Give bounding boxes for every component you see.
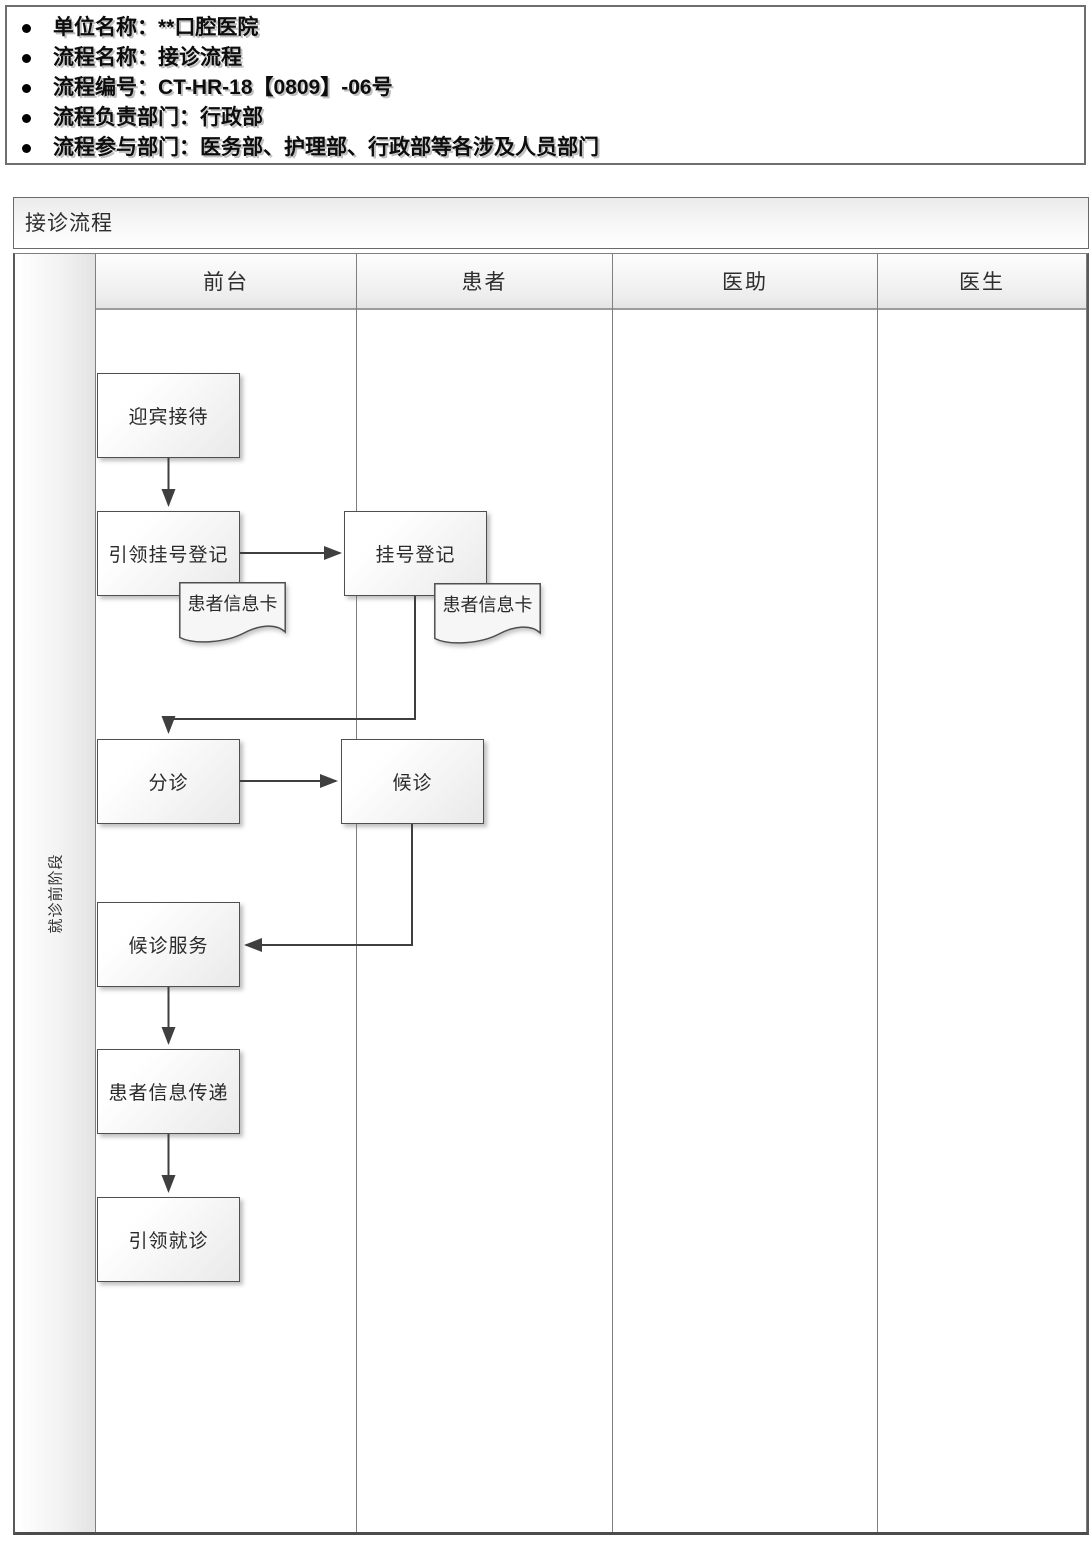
node-registration: 挂号登记 xyxy=(344,511,487,596)
node-label: 引领就诊 xyxy=(128,1231,209,1252)
flowchart: 接诊流程 就诊前阶段 前台 患者 医助 医生 xyxy=(13,197,1089,1535)
info-item-text: 流程编号：CT-HR-18【0809】-06号 xyxy=(53,76,393,99)
bullet-icon xyxy=(22,144,31,153)
node-guide-to-visit: 引领就诊 xyxy=(97,1197,240,1282)
node-welcome-reception: 迎宾接待 xyxy=(97,373,240,458)
lane-header-patient: 患者 xyxy=(357,254,613,310)
node-waiting-service: 候诊服务 xyxy=(97,902,240,987)
lane-body-patient xyxy=(357,310,612,1532)
lane-header-medical-assistant: 医助 xyxy=(613,254,878,310)
document-label: 患者信息卡 xyxy=(187,594,278,614)
process-info-panel: 单位名称：**口腔医院 流程名称：接诊流程 流程编号：CT-HR-18【0809… xyxy=(5,5,1086,165)
node-label: 引领挂号登记 xyxy=(108,545,229,566)
node-label: 迎宾接待 xyxy=(128,407,209,428)
lane-doctor: 医生 xyxy=(878,254,1087,1532)
lane-header-doctor: 医生 xyxy=(878,254,1086,310)
info-item-text: 流程名称：接诊流程 xyxy=(53,46,242,69)
document-patient-info-card-front-desk: 患者信息卡 xyxy=(179,582,286,646)
info-item-unit-name: 单位名称：**口腔医院 xyxy=(7,13,1084,43)
lane-body-doctor xyxy=(878,310,1086,1532)
swimlane-grid: 就诊前阶段 前台 患者 医助 医生 xyxy=(13,253,1089,1535)
bullet-icon xyxy=(22,24,31,33)
document-patient-info-card-patient: 患者信息卡 xyxy=(434,583,541,647)
lane-body-medical-assistant xyxy=(613,310,877,1532)
node-triage: 分诊 xyxy=(97,739,240,824)
info-item-text: 流程参与部门：医务部、护理部、行政部等各涉及人员部门 xyxy=(53,136,599,159)
node-guide-registration: 引领挂号登记 xyxy=(97,511,240,596)
bullet-icon xyxy=(22,114,31,123)
node-waiting: 候诊 xyxy=(341,739,484,824)
node-label: 挂号登记 xyxy=(375,545,456,566)
bullet-icon xyxy=(22,54,31,63)
document-shape-icon xyxy=(434,583,541,644)
info-item-participating-depts: 流程参与部门：医务部、护理部、行政部等各涉及人员部门 xyxy=(7,133,1084,163)
process-info-list: 单位名称：**口腔医院 流程名称：接诊流程 流程编号：CT-HR-18【0809… xyxy=(7,13,1084,163)
lane-patient: 患者 xyxy=(357,254,614,1532)
info-item-text: 单位名称：**口腔医院 xyxy=(53,16,259,39)
info-item-process-number: 流程编号：CT-HR-18【0809】-06号 xyxy=(7,73,1084,103)
bullet-icon xyxy=(22,84,31,93)
node-label: 分诊 xyxy=(148,773,189,794)
info-item-process-name: 流程名称：接诊流程 xyxy=(7,43,1084,73)
phase-column: 就诊前阶段 xyxy=(15,254,97,1532)
node-label: 候诊服务 xyxy=(128,936,209,957)
phase-label: 就诊前阶段 xyxy=(48,852,65,934)
node-patient-info-transfer: 患者信息传递 xyxy=(97,1049,240,1134)
node-label: 患者信息传递 xyxy=(108,1083,229,1104)
document-label: 患者信息卡 xyxy=(442,595,533,615)
flowchart-title: 接诊流程 xyxy=(13,197,1089,249)
info-item-responsible-dept: 流程负责部门：行政部 xyxy=(7,103,1084,133)
node-label: 候诊 xyxy=(392,773,433,794)
lane-medical-assistant: 医助 xyxy=(613,254,879,1532)
info-item-text: 流程负责部门：行政部 xyxy=(53,106,263,129)
lane-header-front-desk: 前台 xyxy=(96,254,357,310)
